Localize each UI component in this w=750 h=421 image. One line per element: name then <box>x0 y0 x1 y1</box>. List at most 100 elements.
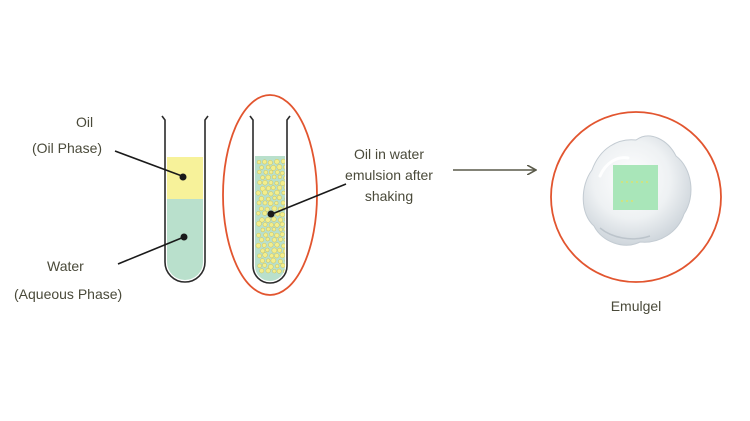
oil-droplet <box>265 185 271 191</box>
oil-droplet <box>271 216 277 222</box>
oil-droplet <box>259 217 265 223</box>
oil-droplet <box>274 253 280 259</box>
oil-droplet <box>256 232 261 238</box>
oil-pointer-dot <box>179 173 187 181</box>
oil-droplet <box>262 262 267 268</box>
oil-droplet <box>274 232 280 238</box>
oil-droplet <box>256 200 262 206</box>
oil-droplet <box>274 201 279 206</box>
emulgel-illustration <box>550 111 722 283</box>
oil-droplet <box>268 191 274 197</box>
oil-droplet <box>257 263 262 269</box>
oil-droplet <box>259 165 264 170</box>
oil-droplet <box>283 184 285 191</box>
oil-droplet <box>257 180 263 185</box>
oil-droplet <box>259 237 265 243</box>
oil-droplet <box>257 169 262 175</box>
oil-droplet <box>262 210 268 216</box>
oil-droplet <box>262 222 268 227</box>
oil-droplet <box>267 160 273 166</box>
gel-sample <box>613 165 658 210</box>
tube-glass <box>249 115 291 284</box>
oil-droplet <box>260 175 265 180</box>
emulgel-label: Emulgel <box>610 298 662 314</box>
oil-droplet <box>262 159 268 165</box>
emulsion-label: Oil in water emulsion after shaking <box>345 146 433 204</box>
oil-droplet <box>266 258 271 263</box>
oil-droplet <box>263 232 269 238</box>
oil-droplet <box>258 196 265 202</box>
water-pointer-dot <box>180 233 188 241</box>
oil-droplet <box>280 170 285 176</box>
oil-pointer-line <box>114 150 183 177</box>
gel-sample-dots <box>621 181 648 202</box>
oil-droplet <box>283 175 285 181</box>
oil-droplet <box>279 212 285 218</box>
oil-droplet <box>270 257 277 264</box>
oil-droplet <box>280 158 285 164</box>
oil-droplet <box>279 180 285 186</box>
oil-droplet <box>278 217 283 223</box>
oil-droplet <box>265 217 271 223</box>
oil-droplet <box>284 258 285 263</box>
tube-glass <box>161 115 209 283</box>
oil-droplet <box>256 211 261 216</box>
oil-droplet <box>268 180 274 185</box>
oil-droplet <box>279 221 285 227</box>
oil-droplet <box>277 174 282 179</box>
oil-droplet <box>277 247 282 253</box>
oil-droplet <box>279 252 285 259</box>
oil-droplet <box>284 196 285 202</box>
oil-droplet <box>279 231 285 237</box>
oil-droplet <box>266 226 271 232</box>
oil-droplet <box>256 159 262 165</box>
oil-droplet <box>278 237 283 242</box>
oil-droplet <box>277 259 283 264</box>
oil-droplet <box>268 242 274 248</box>
oil-droplet <box>265 174 271 181</box>
water-label: Water <box>47 258 84 274</box>
oil-droplet <box>262 189 268 196</box>
oil-droplet <box>274 189 280 196</box>
oil-droplet <box>280 200 285 206</box>
oil-droplet <box>270 185 276 191</box>
emulsion-pointer-line <box>271 183 347 215</box>
oil-droplet <box>274 159 280 165</box>
oil-droplet <box>265 165 271 170</box>
oil-droplet <box>272 269 277 274</box>
oil-droplet <box>271 237 277 243</box>
oil-droplet <box>260 227 265 233</box>
oil-droplet <box>268 264 274 270</box>
oil-droplet <box>276 268 282 274</box>
oil-droplet <box>266 196 271 202</box>
oil-droplet <box>283 237 285 242</box>
oil-droplet <box>255 242 262 249</box>
gel-highlight <box>598 156 630 178</box>
oil-droplet <box>276 185 283 191</box>
oil-droplet <box>281 190 285 195</box>
oil-droplet <box>259 206 264 212</box>
oil-droplet <box>265 268 271 274</box>
oil-droplet <box>265 237 270 242</box>
oil-droplet <box>271 247 278 254</box>
oil-droplet <box>262 200 268 206</box>
oil-droplet <box>275 169 280 175</box>
oil-droplet <box>270 165 277 171</box>
oil-droplet <box>262 252 268 258</box>
emulsion-pointer-dot <box>267 210 275 218</box>
oil-droplet <box>264 206 270 212</box>
oil-droplet <box>269 231 274 237</box>
oil-droplet <box>275 264 280 269</box>
aqueous-phase-label: (Aqueous Phase) <box>14 286 123 302</box>
oil-droplet <box>259 258 265 264</box>
oil-droplet <box>280 263 285 268</box>
oil-droplet <box>268 222 274 228</box>
oil-droplet <box>265 247 270 253</box>
oil-droplet <box>271 205 278 212</box>
oil-droplet <box>260 248 266 254</box>
oil-droplet <box>259 268 265 274</box>
oil-droplet <box>267 200 274 206</box>
oil-droplet <box>274 242 280 248</box>
test-tube-separated <box>161 115 209 283</box>
